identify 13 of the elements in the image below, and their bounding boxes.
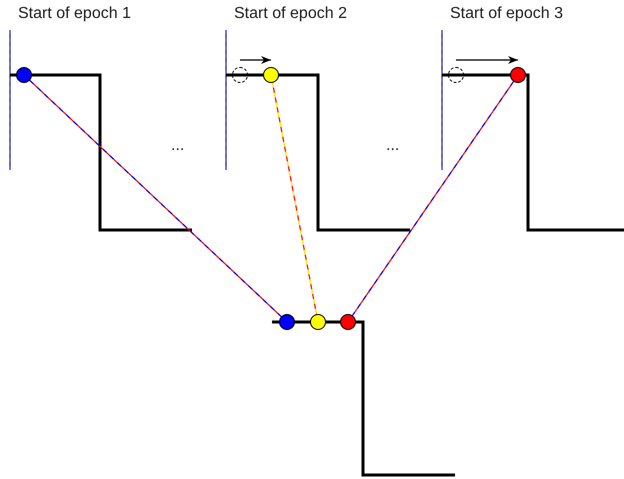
heading: Start of epoch 1 <box>18 6 131 22</box>
circle-marker <box>340 314 356 330</box>
ellipsis: ... <box>386 138 400 154</box>
dashed-circle <box>448 67 464 83</box>
circle-marker <box>310 314 326 330</box>
circle-marker <box>263 67 279 83</box>
heading: Start of epoch 3 <box>450 6 563 22</box>
circle-marker <box>279 314 295 330</box>
circle-marker <box>16 67 32 83</box>
heading: Start of epoch 2 <box>234 6 347 22</box>
dashed-circle <box>232 67 248 83</box>
ellipsis: ... <box>171 138 184 154</box>
circle-marker <box>510 67 526 83</box>
